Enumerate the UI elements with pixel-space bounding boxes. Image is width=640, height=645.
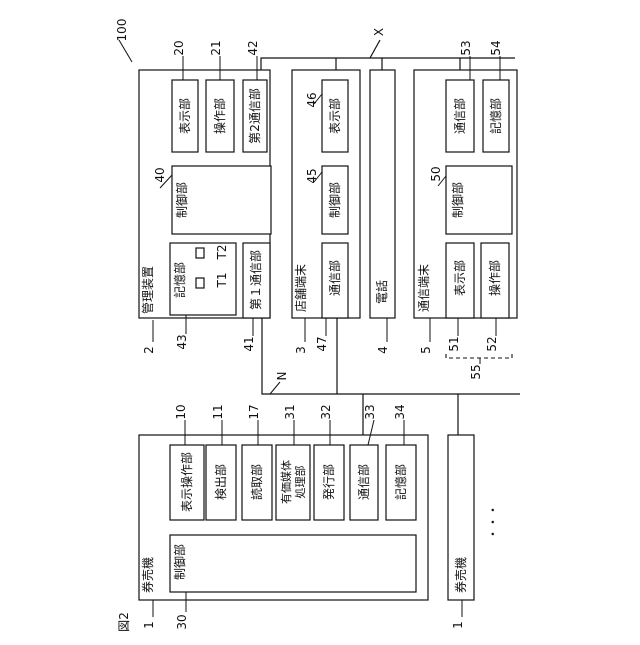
mgmt-t2: T2 xyxy=(215,245,229,261)
mgmt-display: 表示部 xyxy=(177,98,192,134)
terminal-group-num: 55 xyxy=(469,364,483,379)
store-control: 制御部 xyxy=(327,182,342,218)
ticket-issue-num: 32 xyxy=(319,404,333,419)
mgmt-comm2: 第2通信部 xyxy=(247,88,262,144)
management-device: 管理装置 2 表示部 20 操作部 21 第2通信部 42 制御部 40 記憶部… xyxy=(139,40,271,353)
mgmt-comm1: 第１通信部 xyxy=(248,250,263,310)
ticket-machine-2: 券売機 1 xyxy=(448,435,474,629)
mgmt-num: 2 xyxy=(142,346,156,354)
store-comm-num: 47 xyxy=(315,336,329,351)
ticket-num: 1 xyxy=(142,621,156,629)
terminal-display-num: 51 xyxy=(447,336,461,351)
ticket-disp-op: 表示操作部 xyxy=(179,452,194,512)
terminal-storage: 記憶部 xyxy=(488,98,503,134)
mgmt-t1: T1 xyxy=(215,273,229,289)
terminal-storage-num: 54 xyxy=(489,40,503,55)
store-name: 店舗端末 xyxy=(294,264,308,312)
ticket-storage-num: 34 xyxy=(393,404,407,419)
store-control-num: 45 xyxy=(305,168,319,183)
ticket-media-1: 有価媒体 xyxy=(279,460,293,504)
store-num: 3 xyxy=(294,346,308,354)
terminal-comm-num: 53 xyxy=(459,40,473,55)
ticket-reader-num: 17 xyxy=(247,404,261,419)
label-x: X xyxy=(372,28,386,36)
mgmt-operation: 操作部 xyxy=(212,98,227,134)
ellipsis: ・・・ xyxy=(486,504,500,540)
label-n: N xyxy=(275,372,289,381)
figure-label: 図2 xyxy=(117,612,131,632)
store-display: 表示部 xyxy=(327,98,342,134)
ticket2-num: 1 xyxy=(451,621,465,629)
ticket-machine: 券売機 1 制御部 30 表示操作部 10 検出部 11 読取部 17 有価媒体… xyxy=(139,404,428,629)
phone-name: 電話 xyxy=(374,280,389,304)
store-comm: 通信部 xyxy=(327,260,342,296)
mgmt-control: 制御部 xyxy=(174,182,189,218)
phone-num: 4 xyxy=(376,346,390,354)
communication-terminal: 通信端末 5 通信部 53 記憶部 54 制御部 50 表示部 51 操作部 5… xyxy=(414,40,517,379)
ticket-storage: 記憶部 xyxy=(393,464,408,500)
terminal-comm: 通信部 xyxy=(452,98,467,134)
terminal-operation-num: 52 xyxy=(485,336,499,351)
mgmt-storage-num: 43 xyxy=(175,334,189,349)
ticket-media-2: 処理部 xyxy=(293,466,307,499)
ticket-comm-num: 33 xyxy=(363,404,377,419)
terminal-name: 通信端末 xyxy=(417,264,431,312)
telephone: 電話 4 xyxy=(370,70,395,354)
mgmt-comm1-num: 41 xyxy=(242,336,256,351)
ticket-issue: 発行部 xyxy=(321,464,336,500)
mgmt-comm2-num: 42 xyxy=(246,40,260,55)
terminal-control: 制御部 xyxy=(450,182,465,218)
ticket-comm: 通信部 xyxy=(356,464,371,500)
ticket-disp-op-num: 10 xyxy=(174,404,188,419)
ticket-detect: 検出部 xyxy=(213,464,228,500)
mgmt-operation-num: 21 xyxy=(209,40,223,55)
ticket-detect-num: 11 xyxy=(211,404,225,419)
mgmt-control-num: 40 xyxy=(153,167,167,182)
mgmt-name: 管理装置 xyxy=(140,266,155,314)
ticket-media-num: 31 xyxy=(283,404,297,419)
terminal-num: 5 xyxy=(419,346,433,354)
ref-100: 100 xyxy=(115,19,129,42)
store-terminal: 店舗端末 3 表示部 46 制御部 45 通信部 47 xyxy=(292,70,360,354)
ticket-control-num: 30 xyxy=(175,614,189,629)
terminal-control-num: 50 xyxy=(429,166,443,181)
ticket-name: 券売機 xyxy=(140,557,155,593)
ticket-control: 制御部 xyxy=(172,544,187,580)
ticket2-name: 券売機 xyxy=(453,557,468,593)
mgmt-display-num: 20 xyxy=(172,40,186,55)
terminal-operation: 操作部 xyxy=(487,260,502,296)
terminal-display: 表示部 xyxy=(452,260,467,296)
mgmt-storage: 記憶部 xyxy=(172,262,187,298)
ticket-reader: 読取部 xyxy=(249,464,264,500)
